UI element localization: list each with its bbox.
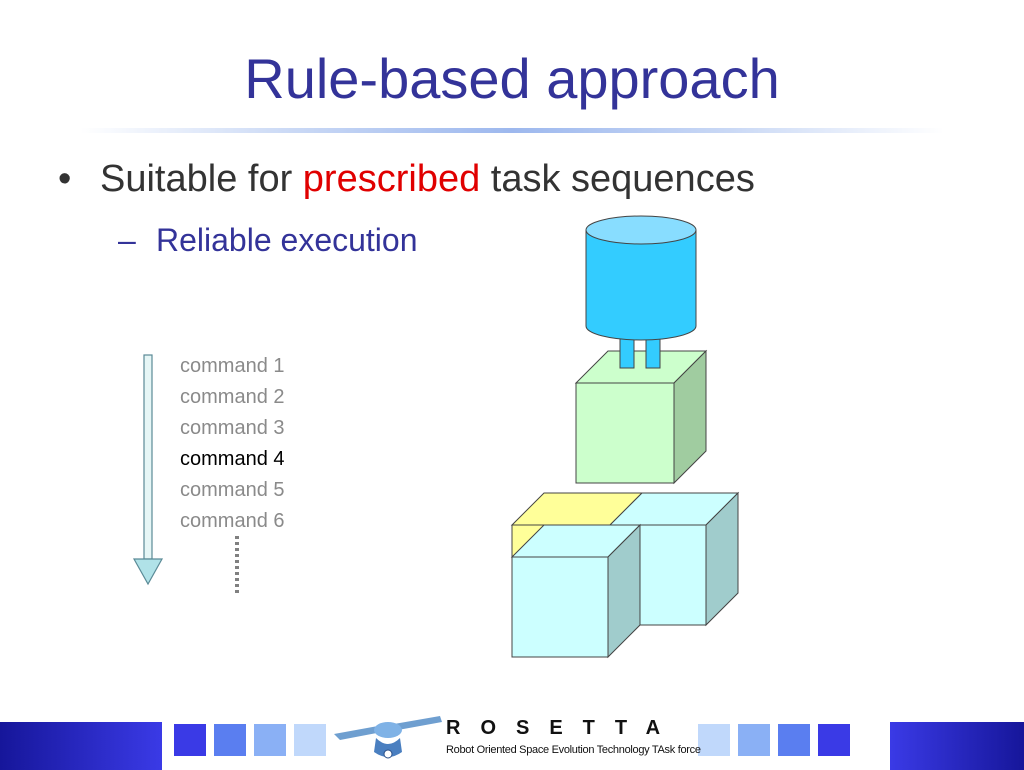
footer-gradient-left: [0, 722, 162, 770]
footer-square: [294, 724, 326, 756]
brand-block: ROSETTA Robot Oriented Space Evolution T…: [446, 716, 701, 766]
block-stacking-illustration: [510, 215, 740, 659]
bullet-highlight: prescribed: [302, 158, 481, 200]
command-item: command 5: [180, 479, 285, 501]
footer-square: [254, 724, 286, 756]
footer-bar: [0, 716, 1024, 770]
bullet-marker: •: [58, 158, 72, 200]
command-item: command 2: [180, 386, 285, 408]
slide-title: Rule-based approach: [244, 47, 780, 110]
command-item: command 6: [180, 510, 285, 532]
sequence-arrow-icon: [132, 354, 164, 586]
command-list: command 1 command 2 command 3 command 4 …: [180, 351, 350, 537]
green-block-icon: [574, 349, 708, 485]
bullet-text-before: Suitable for: [100, 158, 303, 200]
brand-name: ROSETTA: [446, 717, 681, 739]
footer-square: [738, 724, 770, 756]
bullet-item: • Suitable for prescribed task sequences: [58, 154, 755, 204]
brand-tagline: Robot Oriented Space Evolution Technolog…: [446, 744, 701, 756]
bullet-text-after: task sequences: [480, 158, 755, 200]
sub-bullet-marker: –: [118, 222, 136, 258]
footer-square: [174, 724, 206, 756]
command-item: command 1: [180, 355, 285, 377]
sub-bullet-text: Reliable execution: [156, 222, 418, 258]
command-item: command 3: [180, 417, 285, 439]
title-divider: [80, 128, 944, 133]
command-item-active: command 4: [180, 448, 285, 470]
rocket-logo-icon: [334, 716, 442, 759]
footer-square: [778, 724, 810, 756]
cylinder-gripper-icon: [585, 215, 697, 341]
footer-square: [818, 724, 850, 756]
sub-bullet-item: –Reliable execution: [118, 219, 418, 261]
cyan-block-front-icon: [510, 523, 642, 659]
footer-square: [214, 724, 246, 756]
footer-gradient-right: [890, 722, 1024, 770]
footer-square: [698, 724, 730, 756]
continuation-dots-icon: [235, 536, 239, 594]
